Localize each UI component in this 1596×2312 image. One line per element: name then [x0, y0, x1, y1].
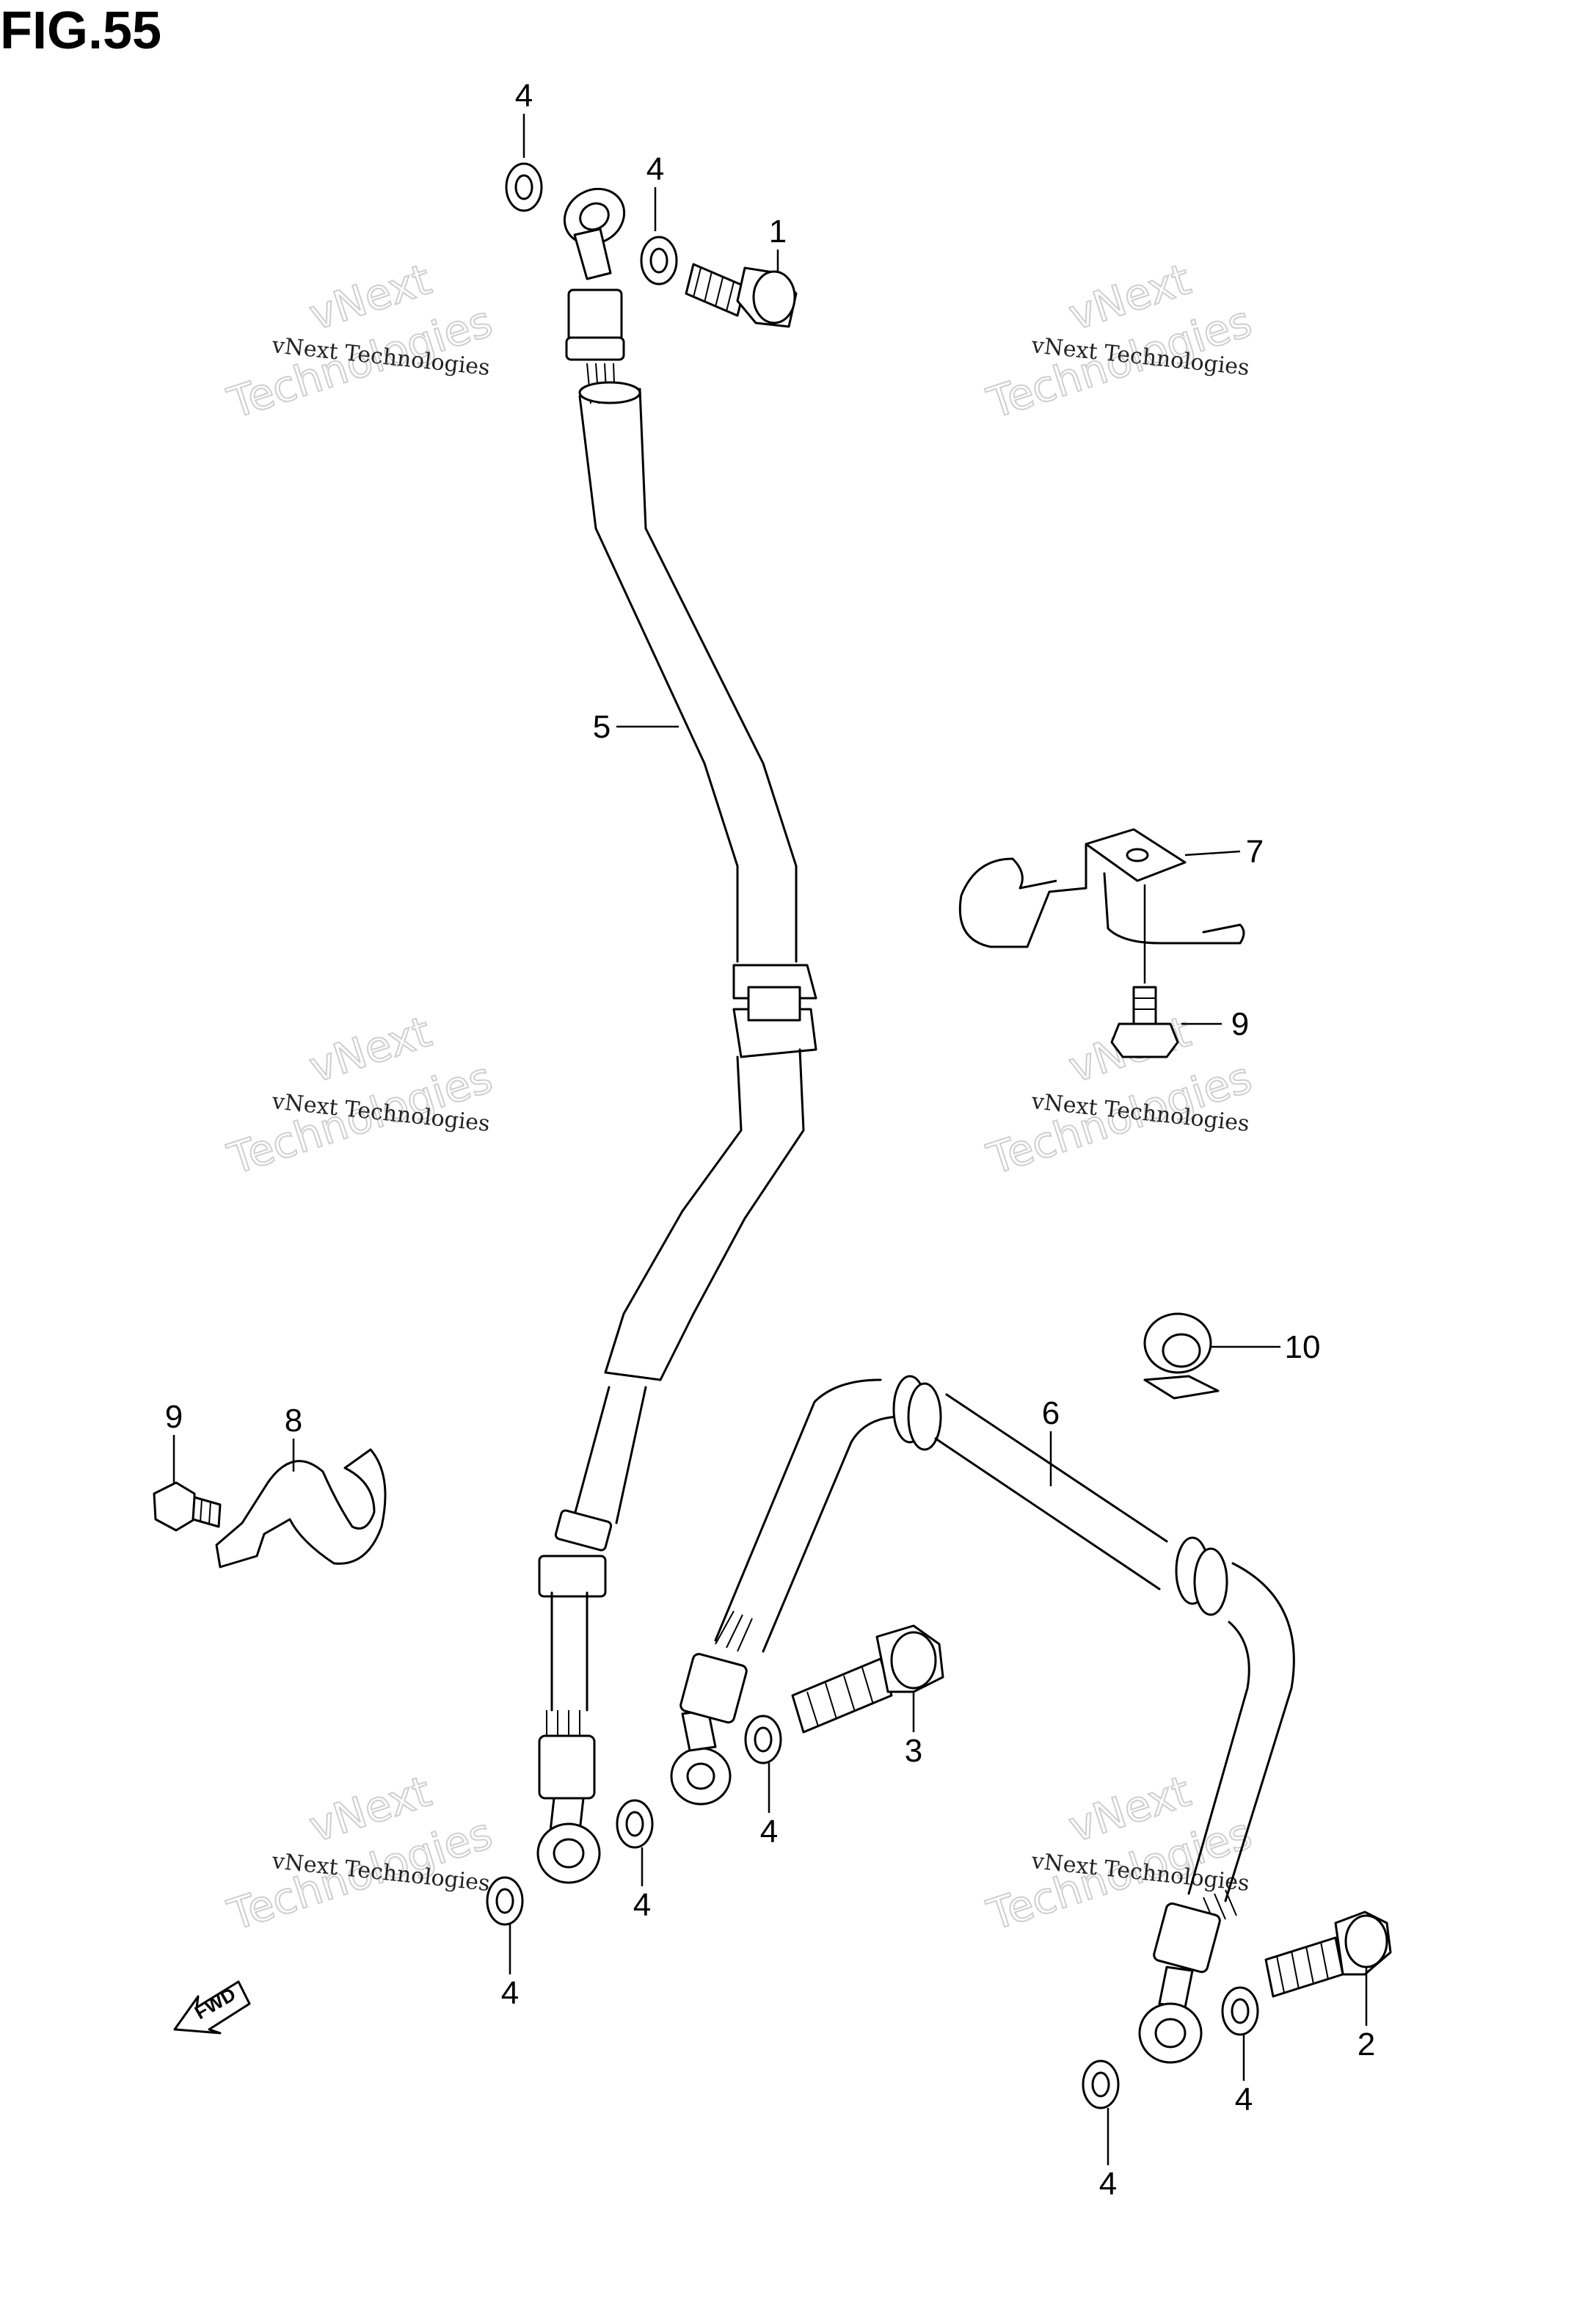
- fwd-arrow-icon: FWD: [173, 1980, 251, 2035]
- washer-4g: [1221, 1986, 1259, 2036]
- union-bolt-2: [1264, 1911, 1392, 1998]
- brake-hose-lower: [670, 1375, 1295, 2064]
- callout-4: 4: [515, 78, 533, 114]
- watermark-bottom-left: vNext Technologies vNext Technologies: [221, 1765, 498, 1941]
- watermark-middle-left: vNext Technologies vNext Technologies: [221, 1006, 498, 1185]
- bolt-9a: [1110, 986, 1179, 1058]
- callout-4: 4: [1099, 2166, 1117, 2202]
- washer-4e: [744, 1715, 782, 1764]
- leader-lines: [172, 114, 1368, 2165]
- callout-3: 3: [905, 1733, 922, 1769]
- callout-9: 9: [1231, 1006, 1249, 1042]
- callout-4: 4: [501, 1975, 519, 2011]
- hose-bracket-7: [958, 828, 1245, 948]
- callout-2: 2: [1358, 2026, 1375, 2062]
- callout-4: 4: [1235, 2082, 1253, 2117]
- brake-hose-upper: [536, 187, 817, 1884]
- callout-6: 6: [1042, 1395, 1060, 1431]
- washer-4b: [640, 236, 678, 286]
- banjo-fitting-top: [563, 187, 626, 246]
- washer-4c: [486, 1876, 524, 1926]
- callouts: 4 4 1 5 7 9 10 6 9 8 3 4 4 4 4 4 2: [165, 78, 1375, 2202]
- callout-9: 9: [165, 1399, 183, 1435]
- callout-4: 4: [760, 1814, 778, 1850]
- hose-end-fitting-bottom: [538, 1734, 596, 1800]
- hose-clamp-10: [1143, 1312, 1220, 1400]
- callout-4: 4: [646, 151, 664, 187]
- union-bolt-3: [791, 1624, 944, 1734]
- callout-1: 1: [769, 214, 787, 250]
- bolt-9b: [153, 1481, 222, 1532]
- callout-7: 7: [1246, 834, 1264, 870]
- figure-title: FIG.55: [0, 1, 162, 60]
- washer-4f: [1082, 2060, 1120, 2109]
- hose-end-fitting-top: [567, 288, 623, 343]
- callout-4: 4: [633, 1887, 651, 1923]
- callout-8: 8: [285, 1403, 302, 1439]
- callout-10: 10: [1285, 1329, 1321, 1365]
- watermark-top-left: vNext Technologies vNext Technologies: [221, 253, 498, 429]
- washer-4a: [505, 162, 543, 212]
- watermark-top-right: vNext Technologies vNext Technologies: [980, 253, 1258, 429]
- washer-4d: [616, 1799, 654, 1849]
- union-bolt-1: [685, 263, 798, 328]
- callout-5: 5: [593, 709, 611, 745]
- hose-guide-8: [215, 1448, 387, 1568]
